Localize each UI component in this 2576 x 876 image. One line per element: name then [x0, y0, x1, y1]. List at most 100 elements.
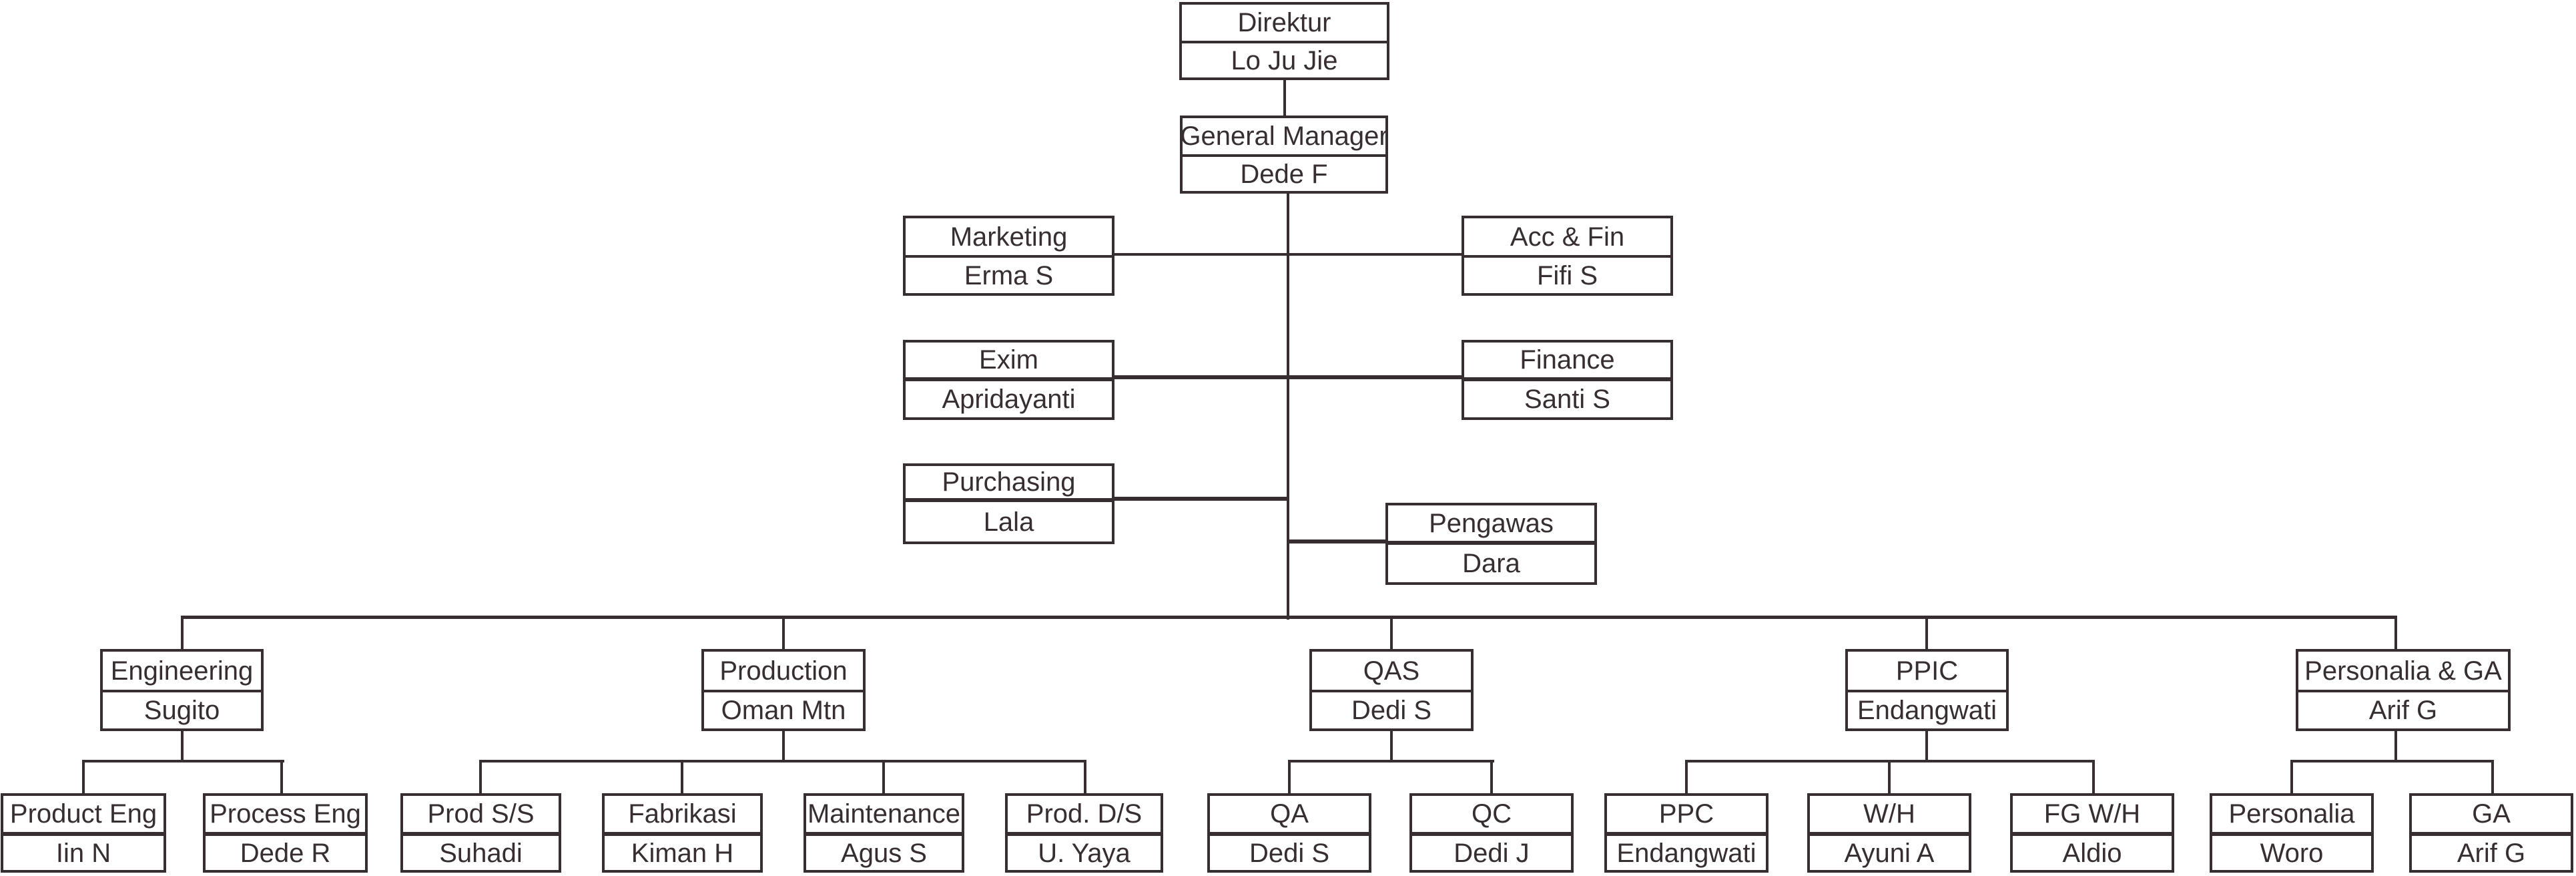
org-box-person: Dedi S [1249, 838, 1330, 868]
connector-line [1925, 731, 1928, 762]
org-box-title: Finance [1464, 343, 1670, 381]
connector-line [1287, 194, 1289, 620]
org-box-person: Kiman H [631, 838, 734, 868]
connector-line [1490, 760, 1493, 793]
connector-line [1283, 80, 1286, 117]
org-box-person: Agus S [841, 838, 927, 868]
org-box-title: Process Eng [206, 796, 365, 836]
connector-line [2290, 760, 2494, 762]
org-box-person: Dara [1462, 549, 1520, 578]
connector-line [280, 760, 283, 793]
org-box-person: Arif G [2368, 696, 2438, 725]
org-box-person: U. Yaya [1038, 838, 1131, 868]
org-box-person: Aldio [2062, 838, 2122, 868]
org-box-person: Santi S [1524, 385, 1610, 414]
connector-line [1390, 731, 1393, 762]
connector-line [1888, 760, 1891, 793]
connector-line [1390, 616, 1393, 650]
org-box-title: Production [704, 652, 863, 692]
org-box-title: Fabrikasi [605, 796, 760, 836]
connector-line [82, 760, 284, 762]
org-box-person: Dedi J [1454, 838, 1530, 868]
connector-line [1114, 253, 1462, 256]
org-box-title: QAS [1312, 652, 1471, 692]
org-box-qas: QAS Dedi S [1309, 649, 1474, 731]
org-box-title: Product Eng [3, 796, 164, 836]
connector-line [181, 731, 184, 762]
connector-line [681, 760, 683, 793]
org-box-person: Fifi S [1536, 260, 1598, 290]
connector-line [2491, 760, 2494, 793]
org-box-title: General Manager [1183, 118, 1385, 157]
org-box-title: Personalia [2212, 796, 2371, 836]
connector-line [479, 760, 1086, 762]
connector-line [2290, 760, 2293, 793]
org-box-title: FG W/H [2013, 796, 2172, 836]
org-box-title: Marketing [906, 218, 1112, 258]
org-box-title: GA [2412, 796, 2571, 836]
connector-line [1925, 616, 1928, 650]
org-box-person: Lala [983, 507, 1034, 537]
org-box-title: PPC [1607, 796, 1766, 836]
org-box-person: Dede F [1240, 159, 1328, 189]
connector-line [1685, 760, 1688, 793]
org-box-title: W/H [1810, 796, 1969, 836]
org-box-person: Endangwati [1616, 838, 1756, 868]
org-box-title: Direktur [1182, 5, 1387, 43]
connector-line [2092, 760, 2095, 793]
connector-line [181, 616, 2397, 619]
org-box-title: Prod. D/S [1008, 796, 1161, 836]
org-box-person: Apridayanti [942, 385, 1076, 414]
connector-line [1288, 760, 1494, 762]
org-box-person: Woro [2260, 838, 2324, 868]
org-box-title: Acc & Fin [1464, 218, 1670, 258]
org-box-person: Iin N [55, 838, 111, 868]
org-box-title: PPIC [1848, 652, 2006, 692]
connector-line [479, 760, 482, 793]
org-box-title: QA [1210, 796, 1369, 836]
org-box-person: Oman Mtn [721, 696, 846, 725]
connector-line [1114, 497, 1288, 501]
connector-line [882, 760, 885, 793]
org-box-title: Purchasing [906, 466, 1112, 502]
org-box-title: Prod S/S [403, 796, 559, 836]
org-box-ppic: PPIC Endangwati [1845, 649, 2009, 731]
connector-line [1084, 760, 1086, 793]
connector-line [2394, 731, 2397, 762]
org-box-person: Arif G [2457, 838, 2526, 868]
org-box-person: Endangwati [1857, 696, 1997, 725]
org-box-person: Lo Ju Jie [1231, 45, 1338, 75]
org-box-person: Suhadi [439, 838, 523, 868]
org-box-person: Dedi S [1351, 696, 1432, 725]
connector-line [82, 760, 85, 793]
connector-line [1288, 539, 1385, 543]
org-box-title: Personalia & GA [2298, 652, 2508, 692]
connector-line [1114, 375, 1462, 379]
org-box-title: Exim [906, 343, 1112, 381]
connector-line [1288, 760, 1291, 793]
connector-line [2394, 616, 2397, 650]
org-box-title: Maintenance [806, 796, 962, 836]
org-box-personalia-ga: Personalia & GA Arif G [2296, 649, 2511, 731]
connector-line [782, 731, 785, 762]
org-box-title: Engineering [103, 652, 261, 692]
